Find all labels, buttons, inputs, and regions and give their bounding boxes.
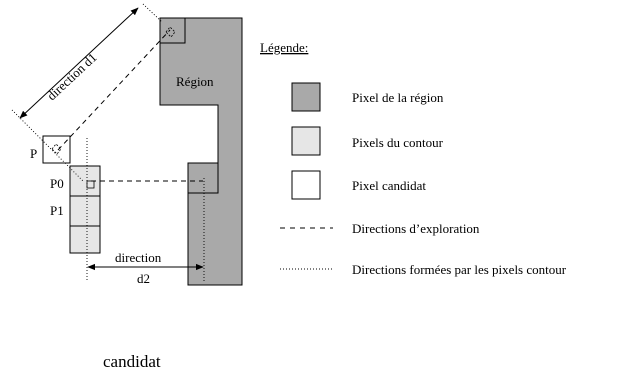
legend-title: Légende: [260, 40, 308, 55]
region-label: Région [176, 74, 214, 89]
dotted-guide-d1-top [142, 3, 163, 23]
label-p1: P1 [50, 203, 64, 218]
right-angle-marker-top [165, 26, 176, 38]
legend-label-contour: Pixels du contour [352, 135, 444, 150]
legend-swatch-candidate [291, 170, 321, 200]
contour-pixel-p1 [69, 195, 101, 227]
legend-label-dashed: Directions d’exploration [352, 221, 480, 236]
dotted-guide-d1 [11, 109, 85, 183]
label-direction-d2-line1: direction [115, 250, 162, 265]
legend-swatch-contour [291, 126, 321, 156]
legend-label-dotted: Directions formées par les pixels contou… [352, 262, 567, 277]
contour-pixel-3 [69, 225, 101, 254]
legend-label-candidate: Pixel candidat [352, 178, 426, 193]
candidate-pixel-p [42, 135, 71, 164]
label-direction-d1: direction d1 [44, 50, 100, 104]
candidate-caption: candidat [103, 352, 161, 371]
label-p0: P0 [50, 176, 64, 191]
arrow-d1 [19, 7, 139, 119]
region-border [159, 17, 243, 286]
right-angle-marker-p0 [86, 180, 95, 189]
region-pixel-edge [187, 162, 219, 194]
legend-swatch-region [291, 82, 321, 112]
legend-label-region: Pixel de la région [352, 90, 444, 105]
label-direction-d2-line2: d2 [137, 271, 150, 286]
label-p: P [30, 146, 37, 161]
region-pixel-top [159, 17, 186, 44]
dashed-direction-d1 [57, 29, 171, 151]
right-angle-marker-p [51, 143, 62, 155]
